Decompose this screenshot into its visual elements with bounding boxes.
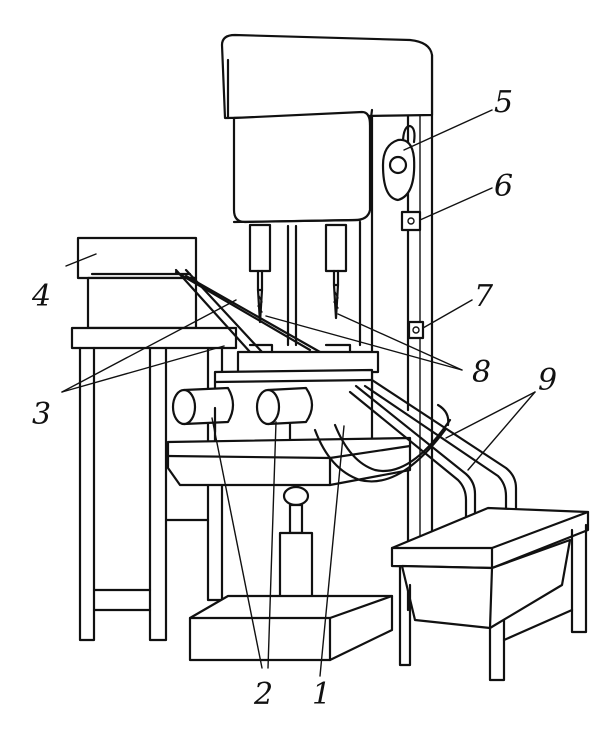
label-3: 3 (32, 397, 51, 432)
clamping-cylinders-2 (171, 386, 314, 442)
label-6: 6 (494, 169, 513, 204)
label-1: 1 (312, 677, 331, 712)
label-4: 4 (31, 279, 51, 314)
callout-labels: 1 2 3 4 5 6 7 8 9 (31, 85, 557, 712)
label-7: 7 (474, 279, 494, 314)
label-8: 8 (472, 355, 491, 390)
machine-table (166, 403, 452, 487)
feed-mechanism-5 (381, 124, 416, 202)
guide-rods-3 (90, 268, 322, 354)
discharge-rods-9 (348, 378, 518, 542)
machine-head (220, 33, 434, 120)
collection-bin (390, 506, 590, 682)
switch-6 (400, 210, 422, 232)
switch-7 (407, 320, 425, 340)
label-5: 5 (494, 85, 513, 120)
machine-base (188, 594, 394, 662)
loading-table (70, 236, 238, 642)
label-2: 2 (253, 677, 273, 712)
leader-lines (61, 109, 536, 677)
label-9: 9 (538, 363, 557, 398)
spindle-gearbox (232, 108, 374, 224)
